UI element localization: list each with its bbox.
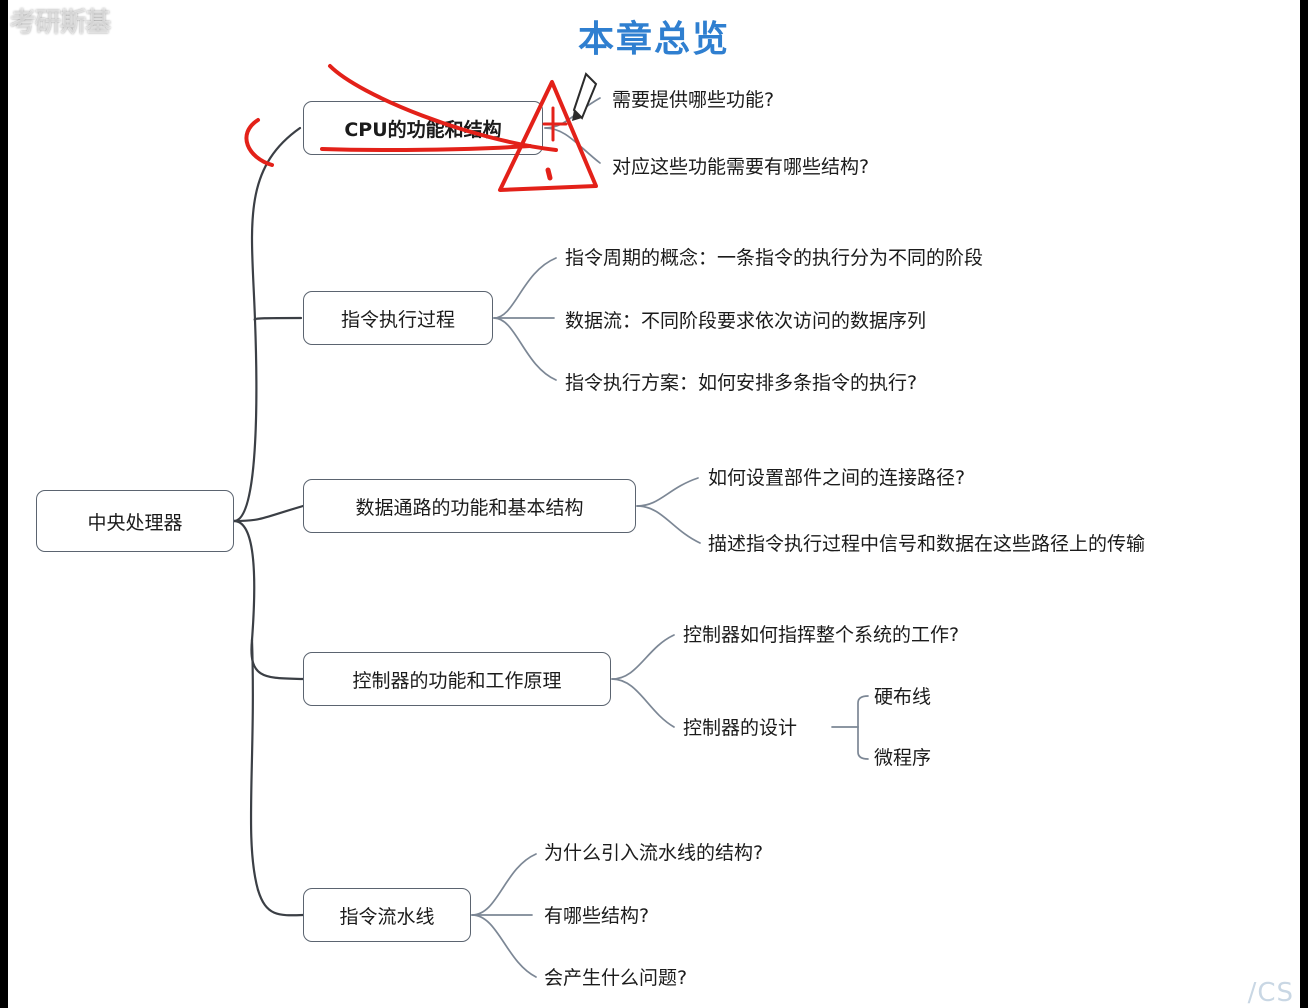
leaf-cpu-structures-needed: 对应这些功能需要有哪些结构? bbox=[612, 156, 870, 178]
leaf-why-pipeline: 为什么引入流水线的结构? bbox=[544, 842, 764, 864]
leaf-controller-design: 控制器的设计 bbox=[683, 717, 798, 739]
branch-label-cpu-function-structure: CPU的功能和结构 bbox=[344, 118, 502, 141]
branch-node-controller[interactable]: 控制器的功能和工作原理 bbox=[303, 652, 611, 706]
branch-node-instruction-execution[interactable]: 指令执行过程 bbox=[303, 291, 493, 345]
leaf-pipeline-structures: 有哪些结构? bbox=[544, 905, 650, 927]
branch-label-instruction-execution: 指令执行过程 bbox=[340, 308, 455, 331]
mindmap-root-label: 中央处理器 bbox=[87, 511, 183, 534]
right-black-bar bbox=[1300, 0, 1308, 1008]
leaf-microprogram: 微程序 bbox=[874, 747, 932, 769]
leaf-cpu-functions-needed: 需要提供哪些功能? bbox=[612, 89, 775, 111]
branch-label-controller: 控制器的功能和工作原理 bbox=[352, 669, 562, 692]
left-black-bar bbox=[0, 0, 8, 1008]
branch-label-pipeline: 指令流水线 bbox=[339, 905, 435, 928]
branch-label-datapath: 数据通路的功能和基本结构 bbox=[355, 496, 584, 519]
page-title: 本章总览 bbox=[577, 18, 730, 60]
branch-node-cpu-function-structure[interactable]: CPU的功能和结构 bbox=[303, 101, 543, 155]
watermark-bottom: /CS bbox=[1247, 978, 1294, 1008]
leaf-instruction-cycle-concept: 指令周期的概念：一条指令的执行分为不同的阶段 bbox=[565, 247, 984, 269]
branch-node-datapath[interactable]: 数据通路的功能和基本结构 bbox=[303, 479, 636, 533]
leaf-controller-commands-system: 控制器如何指挥整个系统的工作? bbox=[683, 624, 960, 646]
leaf-connection-path-setup: 如何设置部件之间的连接路径? bbox=[708, 467, 966, 489]
leaf-hardwired: 硬布线 bbox=[874, 686, 932, 708]
watermark-logo: 考研斯基 bbox=[10, 8, 111, 38]
leaf-pipeline-problems: 会产生什么问题? bbox=[544, 967, 688, 989]
mindmap-root-node[interactable]: 中央处理器 bbox=[36, 490, 234, 552]
leaf-instruction-execution-scheme: 指令执行方案：如何安排多条指令的执行? bbox=[565, 372, 918, 394]
branch-node-pipeline[interactable]: 指令流水线 bbox=[303, 888, 471, 942]
leaf-signal-data-transfer: 描述指令执行过程中信号和数据在这些路径上的传输 bbox=[708, 533, 1146, 555]
leaf-data-flow: 数据流：不同阶段要求依次访问的数据序列 bbox=[565, 310, 927, 332]
